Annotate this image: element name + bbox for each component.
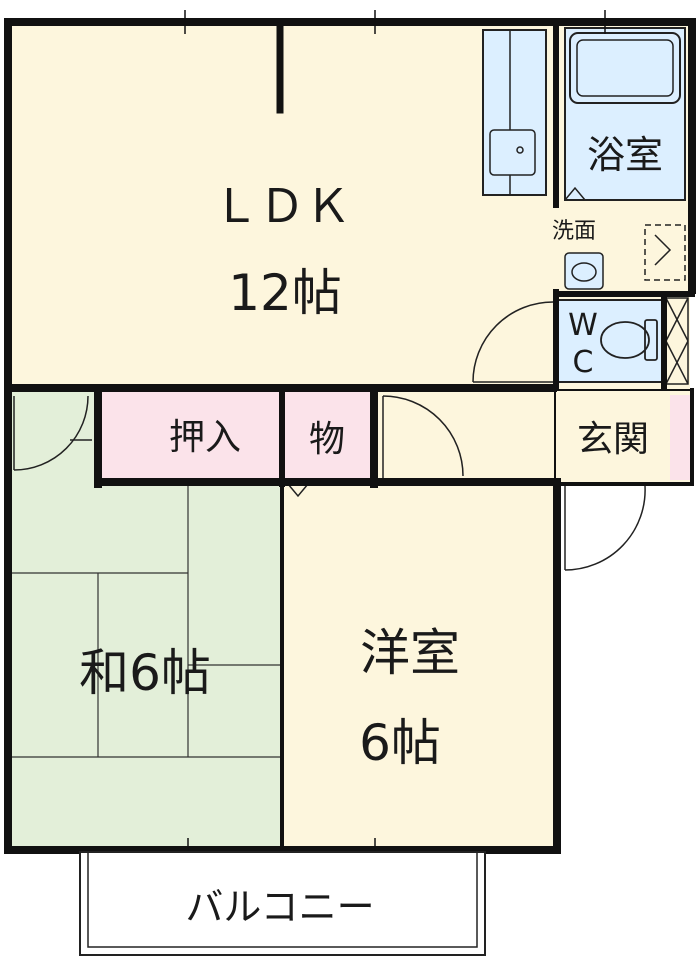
kitchen-sink-icon <box>489 129 536 176</box>
toilet-label-w: W <box>568 308 598 343</box>
ldk-name: ＬＤＫ <box>213 179 351 233</box>
entrance-floor <box>553 390 690 482</box>
storage-corner-floor <box>8 390 98 482</box>
laundry-space <box>644 224 686 281</box>
storage-label: 物 <box>309 419 345 460</box>
walls <box>4 18 696 854</box>
bathtub-inner <box>576 39 674 97</box>
youshitsu-floor <box>283 482 555 847</box>
ldk-size: 12帖 <box>228 264 342 322</box>
youshitsu-name: 洋室 <box>360 624 460 682</box>
storage-floor <box>280 392 372 480</box>
balcony-label: バルコニー <box>185 885 374 929</box>
balcony-rail <box>87 851 478 948</box>
tatami-lines <box>10 482 280 758</box>
toilet-label-c: C <box>573 345 594 380</box>
bath-label: 浴室 <box>587 133 663 177</box>
washitsu-label: 和6帖 <box>79 644 211 702</box>
hall-floor <box>375 390 553 482</box>
washroom-label: 洗面 <box>552 219 596 244</box>
toilet-icon <box>600 319 658 361</box>
bathtub-icon <box>569 32 681 104</box>
door-swings <box>13 186 646 571</box>
wash-basin-icon <box>564 252 604 290</box>
closet-label: 押入 <box>169 417 241 458</box>
entrance-storage-floor <box>670 395 690 480</box>
entrance-label: 玄関 <box>577 419 649 460</box>
closet-floor <box>98 392 280 480</box>
youshitsu-size: 6帖 <box>359 714 441 772</box>
